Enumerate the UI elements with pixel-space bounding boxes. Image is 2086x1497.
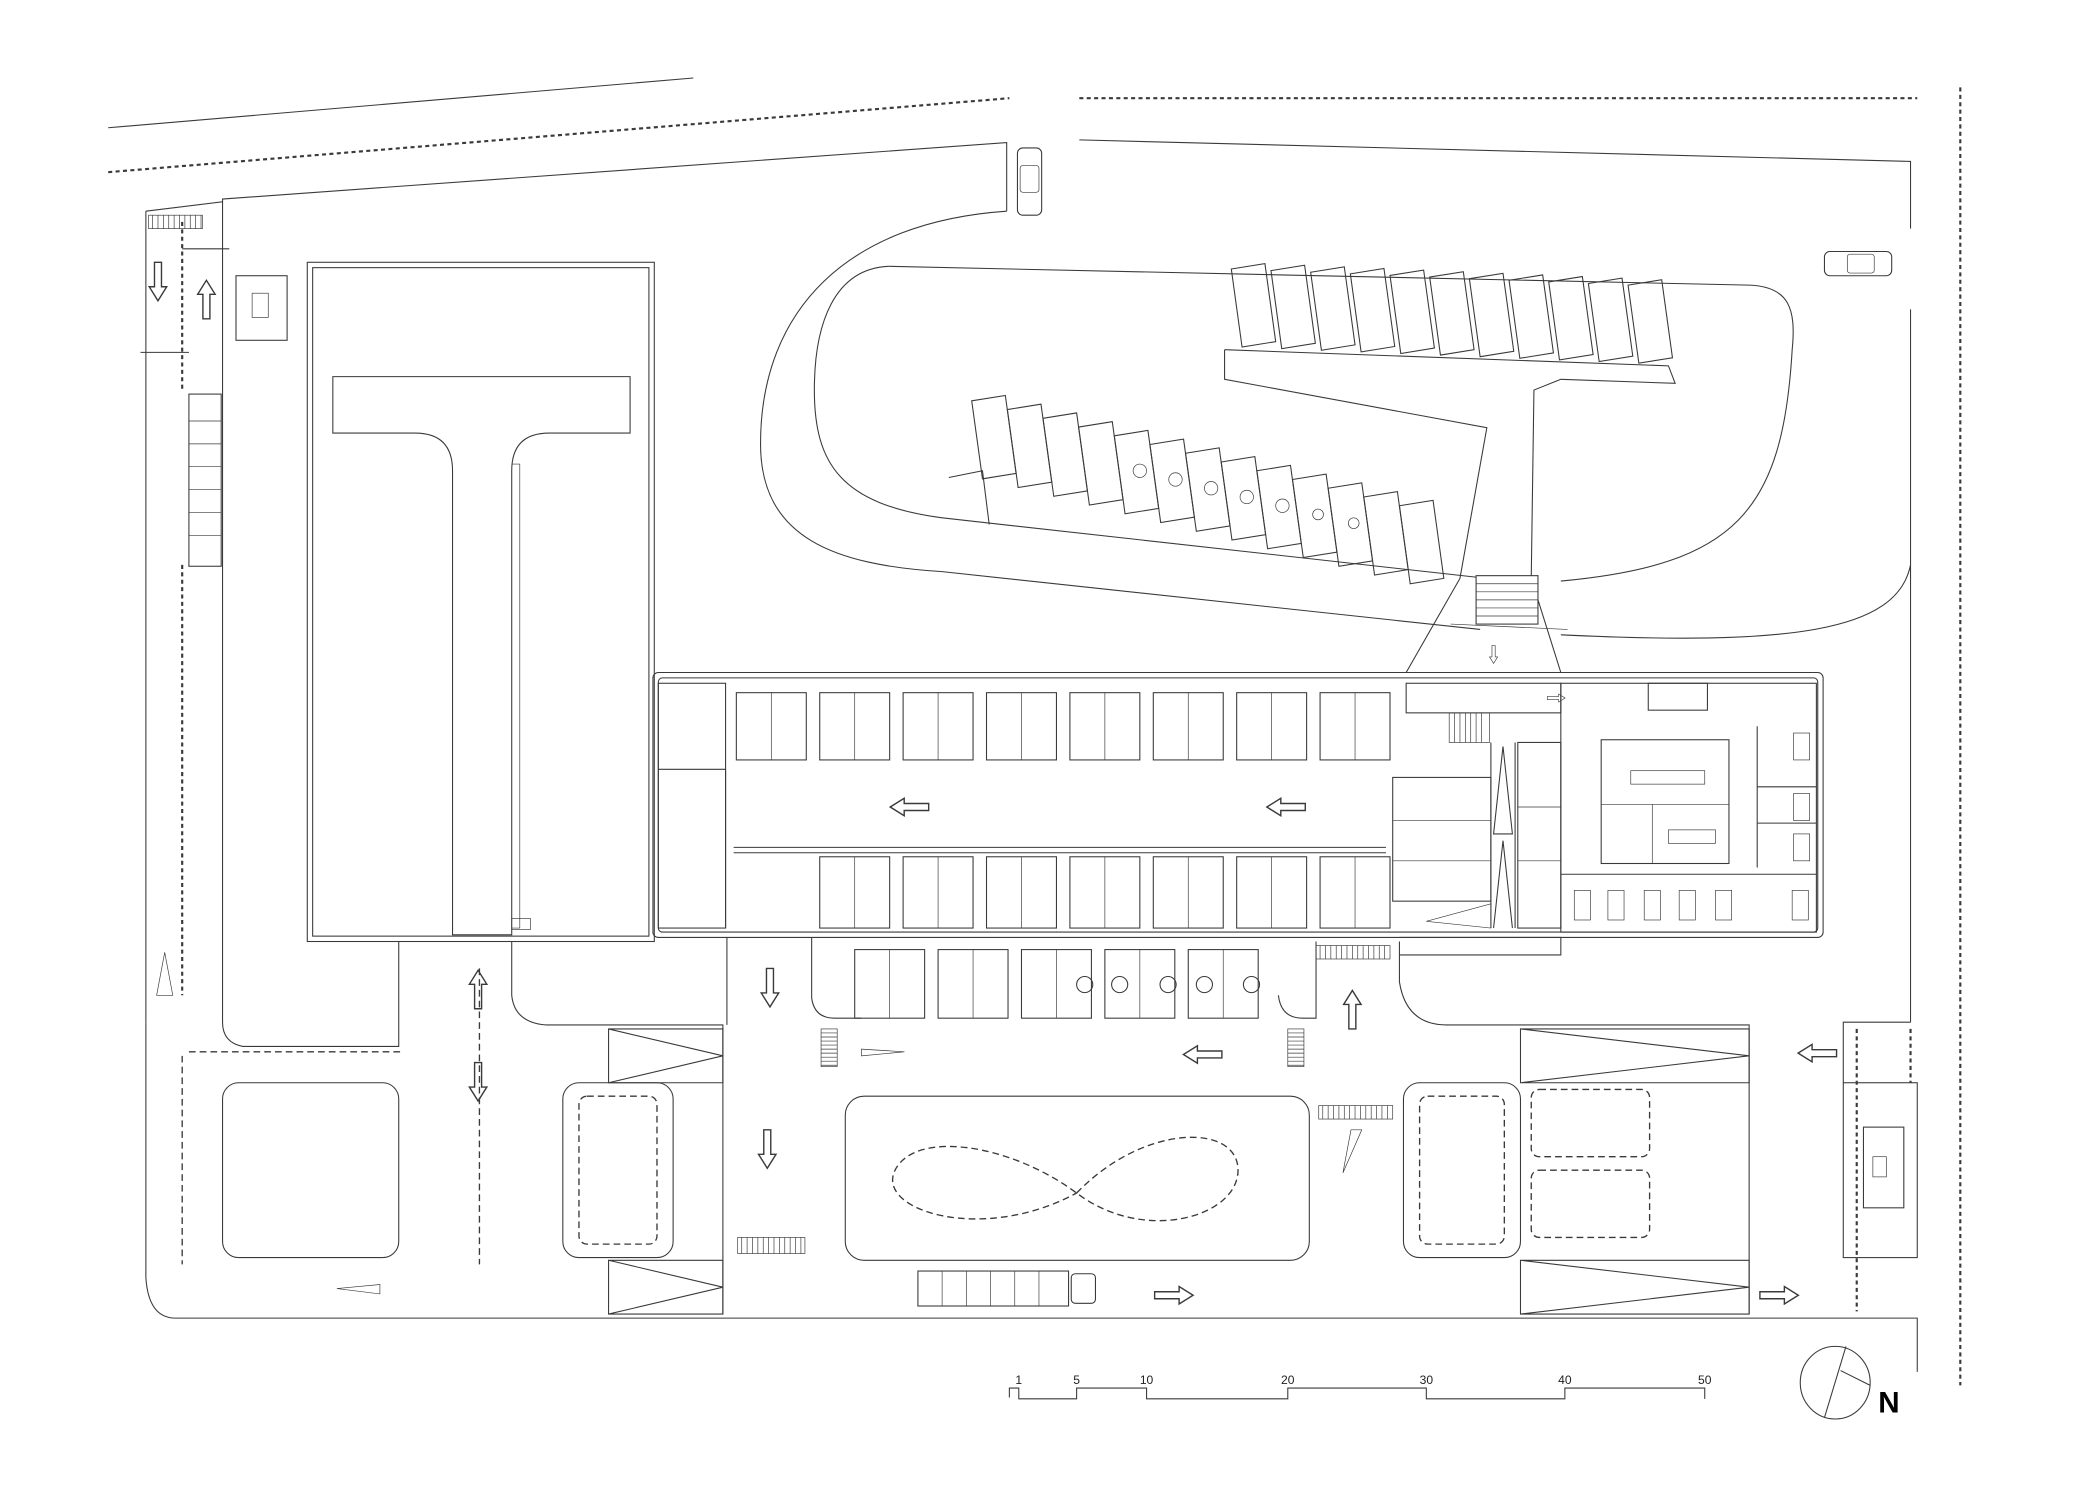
parking-stall: [1042, 412, 1088, 497]
parking-stall: [1230, 263, 1277, 348]
crosswalk-stripes: [148, 214, 203, 229]
parking-stall: [1508, 274, 1555, 359]
crosswalk-stripes: [1315, 945, 1391, 960]
parking-stall: [1006, 403, 1053, 489]
parking-stall: [1587, 277, 1634, 363]
arrow-icon: [760, 967, 780, 1008]
parking-stall: [1113, 429, 1160, 515]
parking-stall: [1327, 482, 1374, 567]
crosswalk-outline: [1318, 1105, 1394, 1120]
ev-charging-icon: [1168, 472, 1183, 487]
arrow-icon: [1153, 1285, 1194, 1305]
accessible-parking-icon: [1347, 517, 1360, 529]
arrow-icon: [889, 797, 930, 817]
crosswalk-stripes: [1287, 1028, 1305, 1067]
parking-stall: [1184, 447, 1231, 532]
stair-crossing: [1475, 575, 1539, 625]
ev-charging-icon: [1076, 975, 1094, 994]
parking-stall: [1389, 269, 1436, 355]
desk: [1607, 890, 1625, 921]
parking-stall: [1349, 267, 1396, 353]
arrow-icon: [196, 279, 216, 320]
arrow-icon: [468, 1061, 488, 1102]
crosswalk-stripes: [1318, 1105, 1394, 1120]
arrow-icon: [1759, 1285, 1800, 1305]
scale-tick-label: 40: [1558, 1373, 1572, 1387]
scale-tick-label: 50: [1698, 1373, 1712, 1387]
parking-stall: [1627, 279, 1674, 364]
ev-charging-icon: [1275, 498, 1290, 513]
desk: [1791, 890, 1809, 921]
training-yard: [145, 937, 1918, 1372]
parking-stall: [1078, 421, 1124, 506]
left-street: [140, 201, 481, 1265]
desk: [1793, 793, 1810, 821]
arrow-icon: [757, 1129, 777, 1169]
ev-charging-icon: [1242, 975, 1261, 994]
crosswalk-outline: [820, 1028, 838, 1067]
ev-charging-icon: [1111, 975, 1129, 994]
parking-stall: [1149, 438, 1195, 524]
parking-stall: [1310, 266, 1356, 351]
north-arrow-icon: N: [1799, 1345, 1900, 1420]
ev-charging-icon: [1159, 975, 1177, 994]
garage-parking: [735, 692, 1391, 1019]
parking-stall: [1256, 464, 1302, 550]
hall-building: [306, 261, 655, 943]
office-desks: [1573, 732, 1810, 921]
ev-charging-icon: [1204, 481, 1219, 496]
scale-tick-label: 10: [1140, 1373, 1154, 1387]
desk: [1643, 890, 1661, 921]
car-icon: [1823, 250, 1893, 277]
parking-stall: [1398, 499, 1445, 585]
arrow-icon: [1266, 797, 1306, 817]
desk: [1678, 890, 1696, 921]
desk: [1715, 890, 1732, 921]
car-icon: [1016, 147, 1043, 216]
parking-stall: [1363, 490, 1409, 576]
parking-stall: [971, 394, 1017, 480]
arrow-icon: [1547, 693, 1566, 703]
parking-stall: [1429, 271, 1475, 356]
accessible-parking-icon: [1312, 508, 1324, 521]
parking-stall: [1291, 473, 1338, 559]
arrow-icon: [1489, 645, 1498, 664]
ev-charging-icon: [1132, 463, 1147, 478]
arrow-icon: [468, 969, 488, 1010]
crosswalk-stripes: [820, 1028, 838, 1067]
parking-stall: [1220, 456, 1267, 541]
tilted-parking-rows: [971, 263, 1674, 585]
arrow-icon: [1182, 1045, 1223, 1064]
crosswalk: [148, 214, 1394, 1254]
ev-charging-spots: [1076, 975, 1261, 994]
traffic-arrows: [148, 261, 1838, 1305]
parking-stall: [1270, 264, 1316, 350]
upper-parking-loop: [760, 210, 1912, 673]
garage-building: [652, 671, 1824, 956]
ev-charging-icon: [1239, 489, 1254, 505]
crosswalk-outline: [1287, 1028, 1305, 1067]
parking-stall: [1468, 272, 1515, 358]
parking-stall: [1548, 275, 1594, 361]
scale-tick-label: 30: [1420, 1373, 1434, 1387]
crosswalk-outline: [737, 1237, 806, 1254]
scale-tick-label: 5: [1073, 1373, 1080, 1387]
crosswalk-outline: [148, 214, 203, 229]
arrow-icon: [1797, 1043, 1838, 1063]
truck-icon: [917, 1270, 1096, 1307]
desk: [1793, 732, 1810, 761]
desk: [1573, 890, 1591, 921]
top-road: [108, 77, 1962, 1386]
scale-tick-label: 1: [1015, 1373, 1022, 1387]
scale-tick-label: 20: [1281, 1373, 1295, 1387]
scale-bar: 1 5 10 20 30 40 50: [1008, 1373, 1712, 1400]
arrow-icon: [1342, 989, 1362, 1030]
ev-charging-icon: [1195, 975, 1214, 994]
crosswalk-stripes: [737, 1237, 806, 1254]
north-label: N: [1878, 1386, 1899, 1419]
arrow-icon: [148, 261, 168, 302]
desk: [1793, 833, 1810, 862]
